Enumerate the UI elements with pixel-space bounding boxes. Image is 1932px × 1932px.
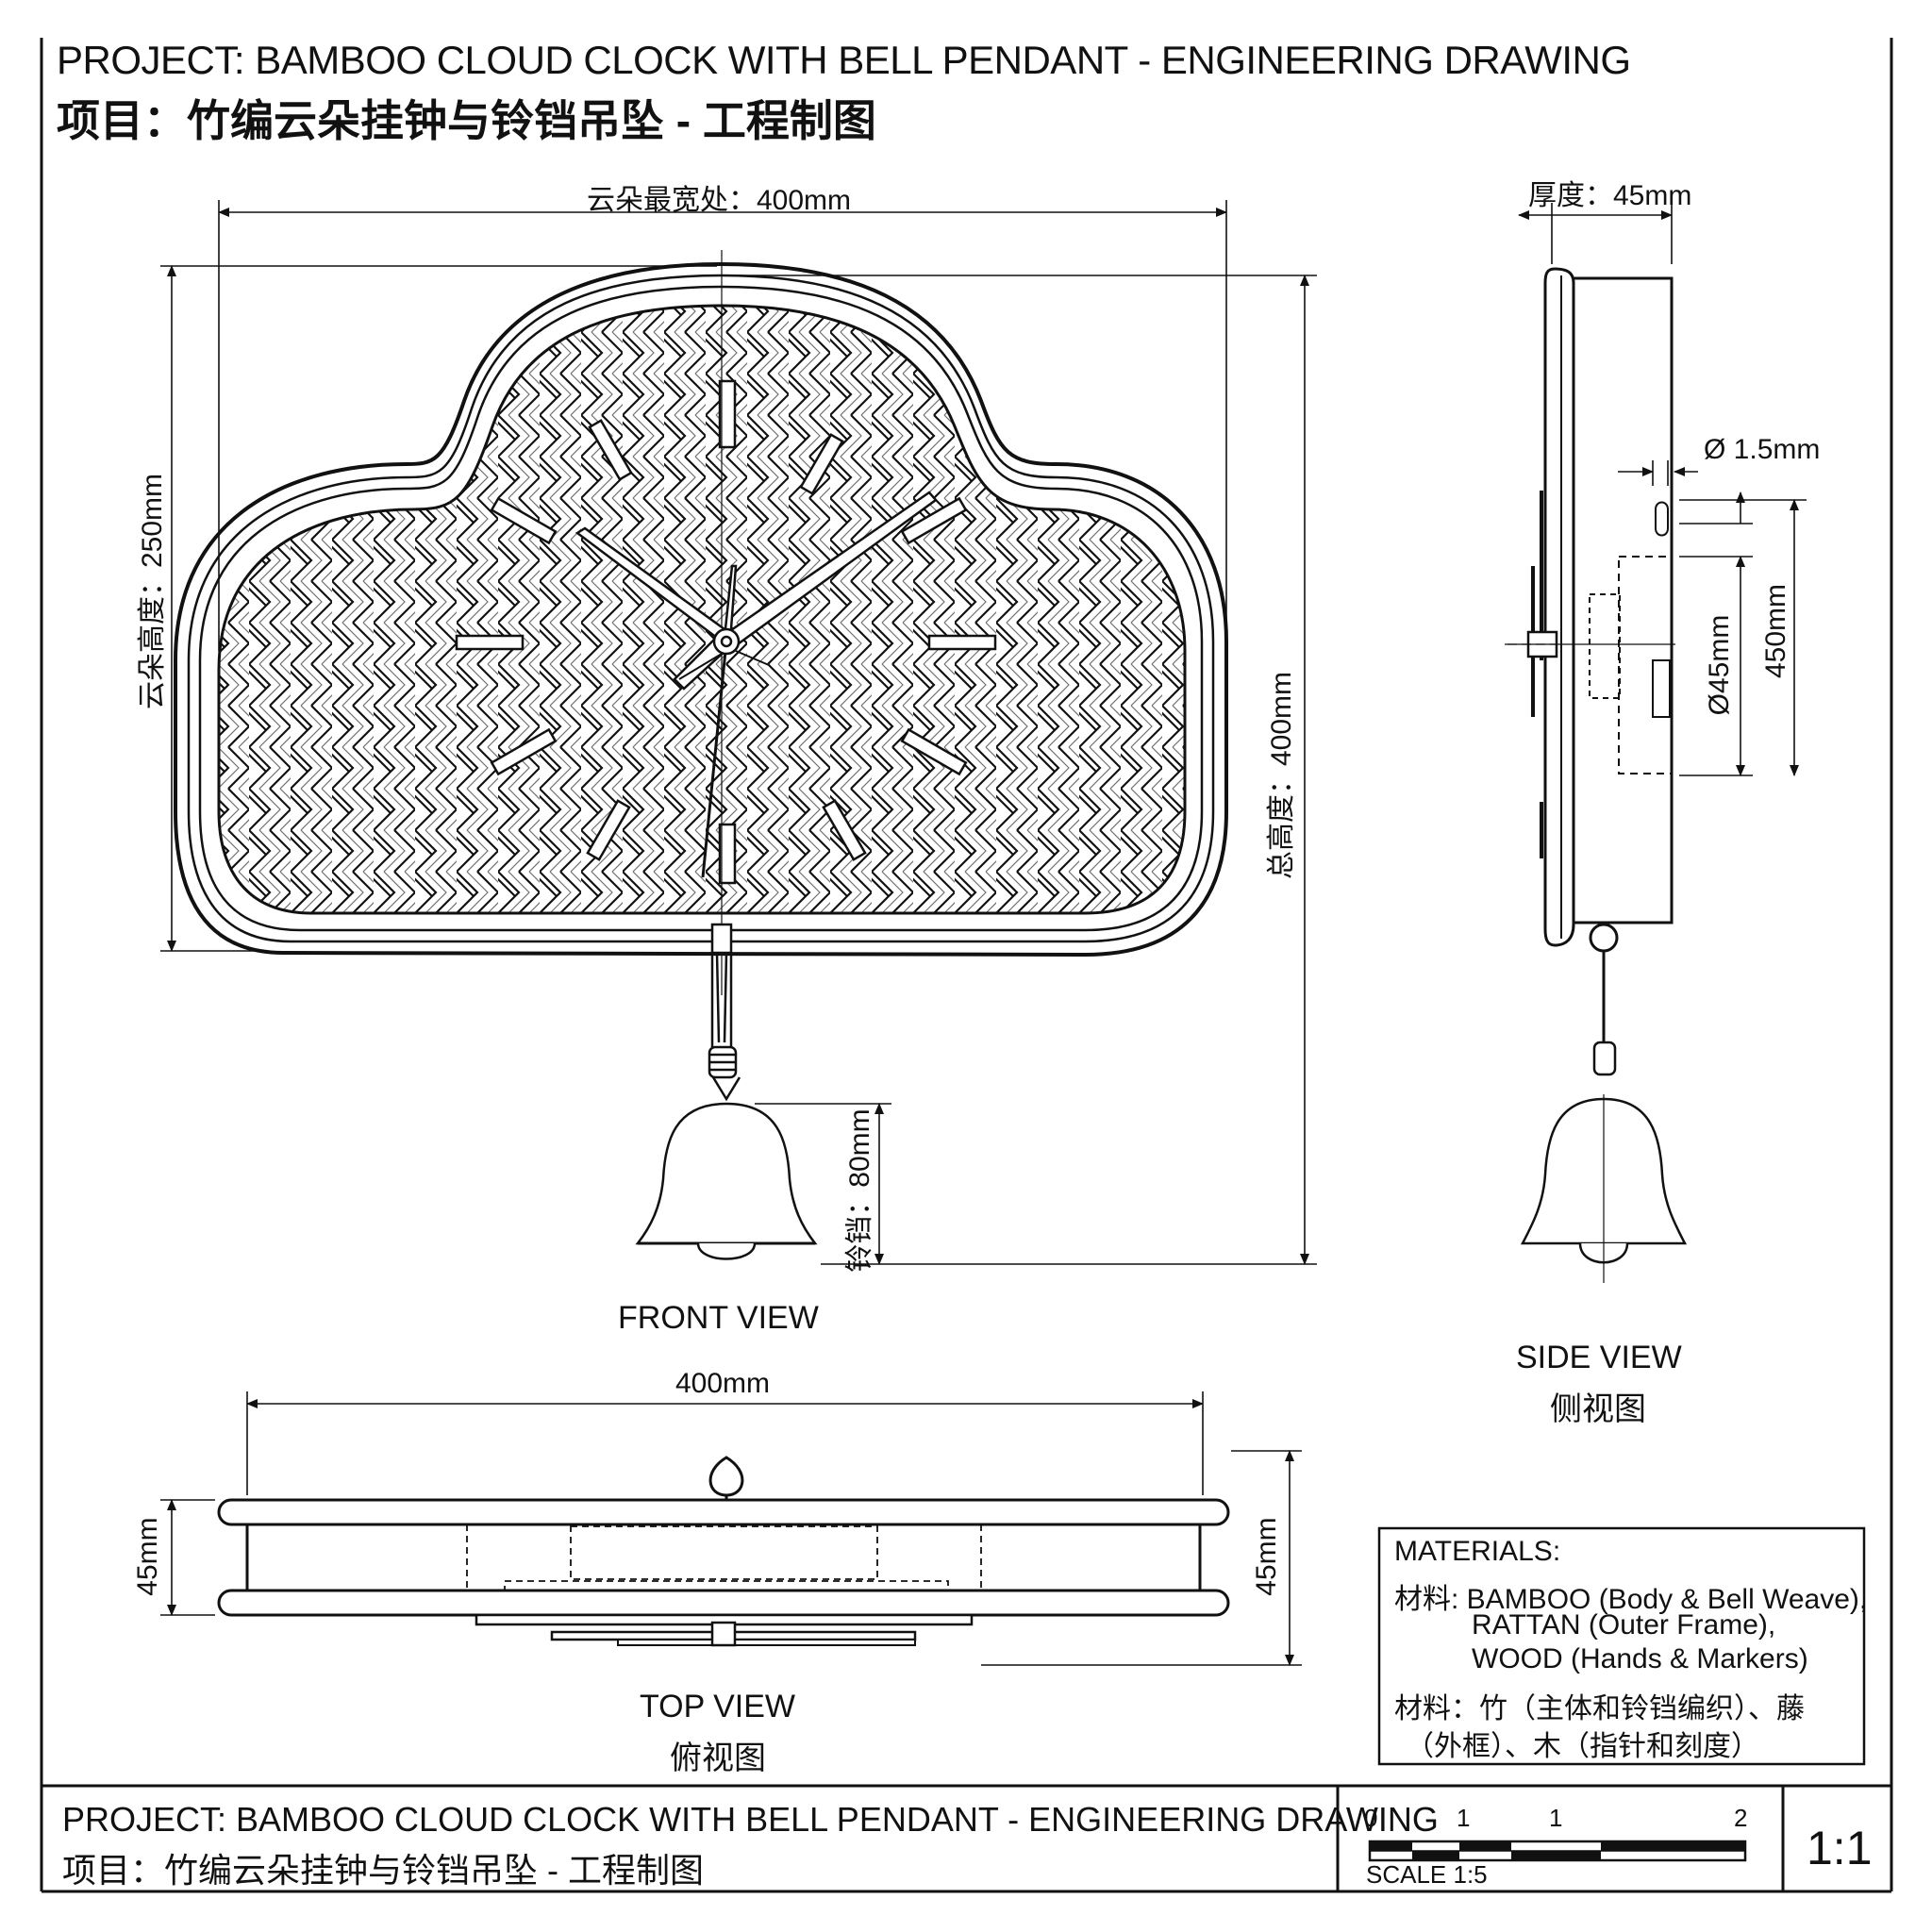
materials-heading: MATERIALS: xyxy=(1394,1536,1561,1567)
marker-12 xyxy=(718,379,737,449)
top-view-label-cn: 俯视图 xyxy=(670,1740,766,1776)
clock-hands xyxy=(575,491,938,878)
marker-3 xyxy=(927,634,997,651)
marker-5 xyxy=(822,799,867,861)
dim-cloud-width: 云朵最宽处：400mm xyxy=(587,185,852,216)
marker-4 xyxy=(900,727,968,776)
header-title-en: PROJECT: BAMBOO CLOUD CLOCK WITH BELL PE… xyxy=(57,38,1631,82)
materials-cn-line-1: 材料：竹（主体和铃铛编织）、藤 xyxy=(1394,1693,1805,1724)
side-dimensions xyxy=(1518,203,1807,776)
side-view xyxy=(1505,203,1807,1283)
top-view xyxy=(160,1391,1302,1666)
dim-bell: 铃铛：80mm xyxy=(844,1108,875,1273)
front-view xyxy=(160,200,1317,1265)
marker-11 xyxy=(588,419,633,481)
dim-total-height: 总高度：400mm xyxy=(1266,671,1297,879)
dim-top-depth-right: 45mm xyxy=(1251,1517,1282,1596)
top-back-rim xyxy=(217,1589,1230,1617)
scale-tick-1a: 1 xyxy=(1457,1804,1471,1832)
dim-thickness: 厚度：45mm xyxy=(1528,180,1692,211)
bell-clapper xyxy=(696,1242,757,1260)
marker-8 xyxy=(490,727,558,776)
marker-10 xyxy=(490,496,558,545)
scale-label: SCALE 1:5 xyxy=(1366,1860,1488,1889)
dim-movement: Ø45mm xyxy=(1704,614,1735,716)
dim-cloud-height: 云朵高度：250mm xyxy=(137,473,168,709)
top-view-label-en: TOP VIEW xyxy=(640,1689,796,1724)
marker-9 xyxy=(455,634,525,651)
scale-tick-0: 0 xyxy=(1364,1804,1378,1832)
marker-7 xyxy=(586,799,631,861)
front-view-label: FRONT VIEW xyxy=(618,1300,819,1336)
materials-en-line-2: RATTAN (Outer Frame), xyxy=(1472,1609,1776,1641)
hour-markers xyxy=(455,379,997,885)
top-dimensions xyxy=(160,1391,1302,1666)
marker-2 xyxy=(900,496,968,545)
dim-top-depth-left: 45mm xyxy=(132,1517,163,1596)
scale-bar xyxy=(1368,1840,1747,1862)
dim-hole: Ø 1.5mm xyxy=(1704,434,1821,465)
bell-pendant xyxy=(635,923,818,1260)
border-frame xyxy=(40,38,1893,1893)
materials-en-line-3: WOOD (Hands & Markers) xyxy=(1472,1643,1808,1674)
weave-panel xyxy=(217,304,1187,915)
scale-ratio: 1:1 xyxy=(1807,1822,1873,1874)
bell-body xyxy=(635,1102,818,1245)
scale-tick-1b: 1 xyxy=(1549,1804,1563,1832)
side-view-label-cn: 侧视图 xyxy=(1550,1391,1646,1427)
marker-6 xyxy=(718,823,737,885)
materials-en-line-1: 材料: BAMBOO (Body & Bell Weave), xyxy=(1394,1584,1868,1615)
second-hand-tail xyxy=(701,641,728,878)
marker-1 xyxy=(799,433,844,495)
dim-side-height: 450mm xyxy=(1760,583,1791,679)
materials-cn-line-2: （外框）、木（指针和刻度） xyxy=(1406,1731,1759,1762)
materials-box xyxy=(1377,1526,1866,1766)
scale-tick-2: 2 xyxy=(1734,1804,1748,1832)
title-block-project-cn: 项目：竹编云朵挂钟与铃铛吊坠 - 工程制图 xyxy=(62,1851,704,1890)
top-front-rim xyxy=(217,1498,1230,1526)
header-title-cn: 项目：竹编云朵挂钟与铃铛吊坠 - 工程制图 xyxy=(57,96,876,145)
dim-top-width: 400mm xyxy=(675,1368,771,1399)
title-block-project-en: PROJECT: BAMBOO CLOUD CLOCK WITH BELL PE… xyxy=(62,1800,1439,1839)
side-view-label-en: SIDE VIEW xyxy=(1516,1340,1682,1375)
front-dimensions xyxy=(160,200,1317,1265)
